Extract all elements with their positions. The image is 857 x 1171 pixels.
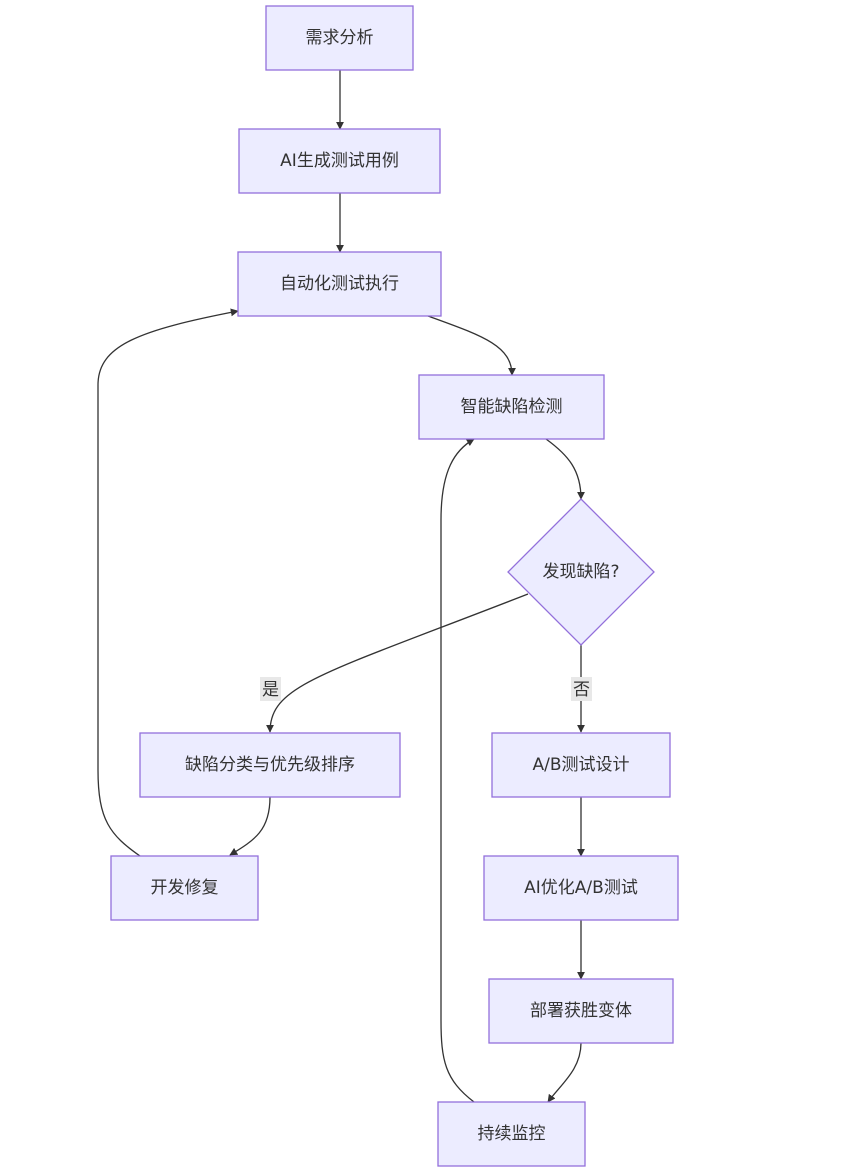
node-ab-test-design: A/B测试设计: [491, 732, 671, 798]
edge-dev-fix-to-execution: [97, 308, 239, 857]
edge-label-no: 否: [571, 677, 592, 701]
node-requirements-analysis-label: 需求分析: [306, 28, 374, 48]
node-ai-generate-tests-label: AI生成测试用例: [280, 151, 399, 171]
node-deploy-winner: 部署获胜变体: [488, 978, 674, 1044]
node-automated-test-execution: 自动化测试执行: [237, 251, 442, 317]
edge-label-yes: 是: [260, 677, 281, 701]
node-ab-test-design-label: A/B测试设计: [532, 755, 629, 775]
edge-triage-to-dev-fix: [229, 796, 271, 856]
edges: [97, 70, 585, 1103]
node-dev-fix-label: 开发修复: [151, 878, 219, 898]
node-smart-defect-detection-label: 智能缺陷检测: [461, 397, 563, 417]
node-smart-defect-detection: 智能缺陷检测: [418, 374, 605, 440]
node-defect-found-decision-label: 发现缺陷?: [542, 562, 619, 582]
node-deploy-winner-label: 部署获胜变体: [530, 1001, 632, 1021]
node-dev-fix: 开发修复: [110, 855, 259, 921]
edge-deploy-to-monitoring: [547, 1042, 582, 1103]
node-continuous-monitoring: 持续监控: [437, 1101, 586, 1167]
edge-label-yes-text: 是: [262, 680, 279, 700]
edge-detection-to-decision: [545, 438, 585, 500]
node-defect-triage-label: 缺陷分类与优先级排序: [185, 755, 355, 775]
node-defect-found-decision: 发现缺陷?: [507, 498, 655, 646]
edge-monitoring-to-detection: [440, 438, 475, 1103]
node-requirements-analysis: 需求分析: [265, 5, 414, 71]
node-ai-generate-tests: AI生成测试用例: [238, 128, 441, 194]
node-ai-optimize-ab-label: AI优化A/B测试: [524, 878, 638, 898]
edge-execution-to-detection: [427, 315, 516, 376]
edge-decision-yes-to-triage: [266, 593, 529, 733]
node-automated-test-execution-label: 自动化测试执行: [280, 274, 399, 294]
node-ai-optimize-ab: AI优化A/B测试: [483, 855, 679, 921]
node-defect-triage: 缺陷分类与优先级排序: [139, 732, 401, 798]
edge-label-no-text: 否: [573, 680, 590, 700]
node-continuous-monitoring-label: 持续监控: [478, 1124, 546, 1144]
